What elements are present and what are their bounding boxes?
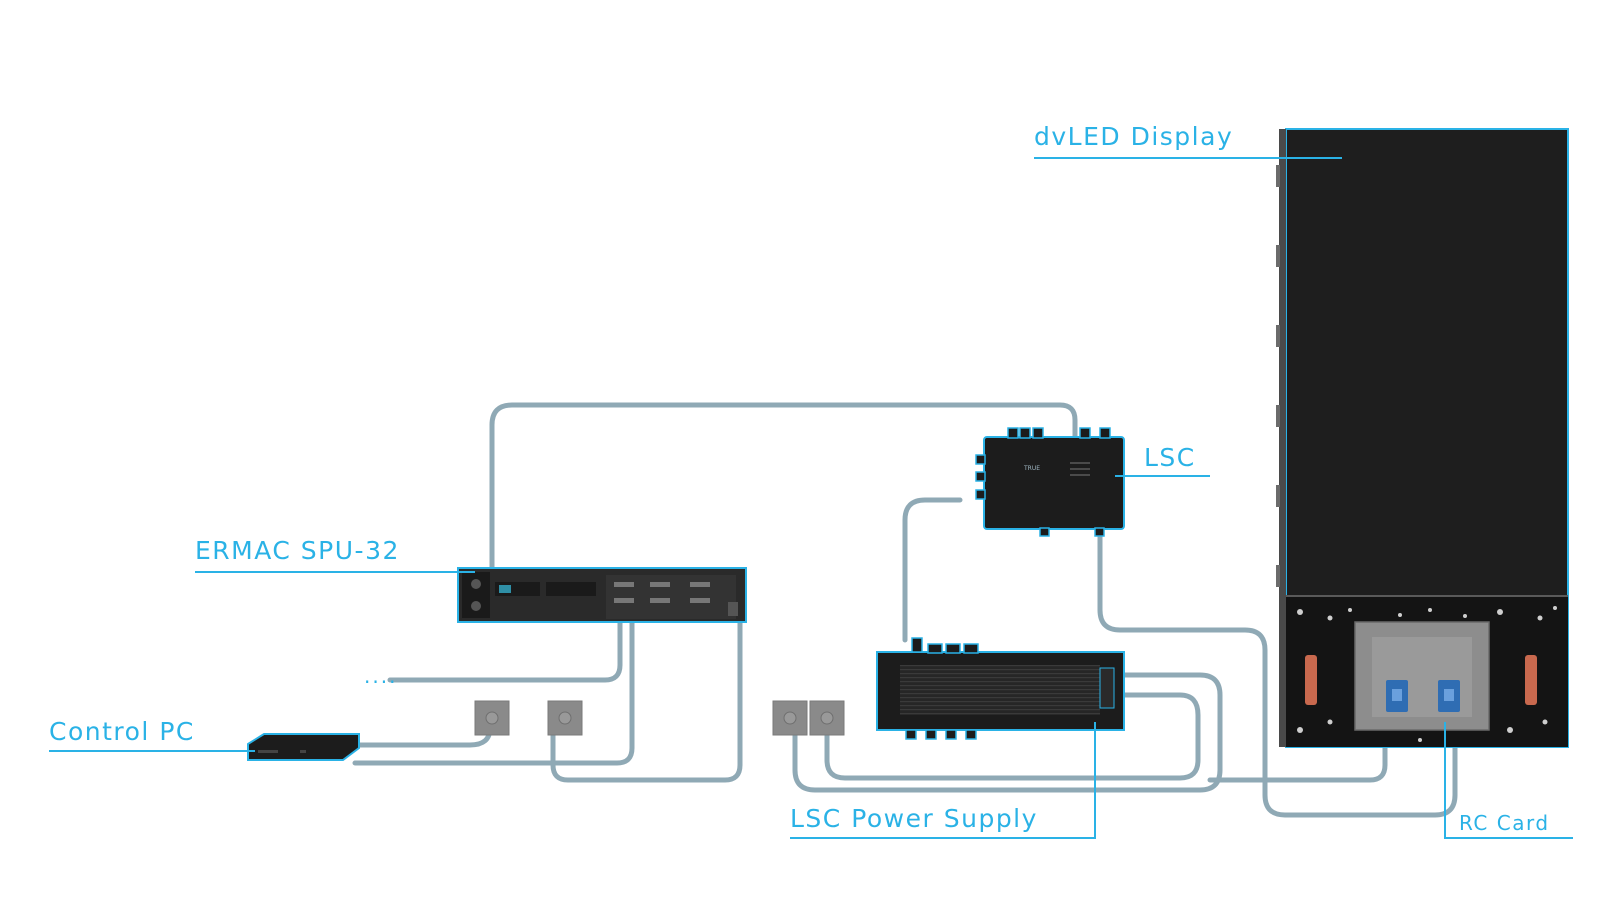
psu-top-connectors <box>911 637 979 654</box>
display-back-panel <box>1286 595 1568 747</box>
label-lsc-power-supply: LSC Power Supply <box>790 804 1038 833</box>
lsc-unit: TRUE <box>975 427 1125 537</box>
display-side-connectors <box>1276 165 1280 587</box>
cables <box>352 402 1458 818</box>
cable-ermac-power <box>550 619 743 783</box>
cable-psu-display-power <box>792 672 1223 793</box>
handle-right <box>1525 655 1537 705</box>
label-ermac-spu-32: ERMAC SPU-32 <box>195 536 400 565</box>
lsc-bottom-ports <box>1039 527 1105 537</box>
label-lsc: LSC <box>1144 443 1196 472</box>
leader-power-supply <box>790 722 1096 839</box>
cable-ermac-ellipsis <box>387 619 623 683</box>
lsc-brand-text: TRUE <box>1023 465 1040 472</box>
lsc-side-ports <box>975 454 986 500</box>
dvled-display <box>1276 128 1569 748</box>
lsc-top-ports <box>1007 427 1111 439</box>
ermac-spu-32-unit <box>457 567 747 623</box>
leader-lines <box>49 157 1573 839</box>
psu-bottom-connectors <box>905 729 977 740</box>
outlet-4 <box>809 700 845 736</box>
lsc-power-supply-unit <box>876 637 1125 740</box>
wall-outlets <box>474 700 845 736</box>
ellipsis-more-outputs: .... <box>364 664 398 688</box>
label-control-pc: Control PC <box>49 717 195 746</box>
label-rc-card: RC Card <box>1459 811 1550 835</box>
cable-ermac-control-pc <box>352 619 635 766</box>
cable-lsc-power-supply <box>902 497 963 643</box>
cable-psu-display-power-2 <box>824 692 1201 781</box>
cable-outlet-display <box>1207 742 1388 783</box>
cable-ermac-lsc-data <box>489 402 1078 571</box>
cable-control-pc-power <box>352 717 493 748</box>
control-pc-unit <box>247 733 360 761</box>
leader-rc-card <box>1444 722 1573 839</box>
handle-left <box>1305 655 1317 705</box>
label-dvled-display: dvLED Display <box>1034 122 1234 151</box>
